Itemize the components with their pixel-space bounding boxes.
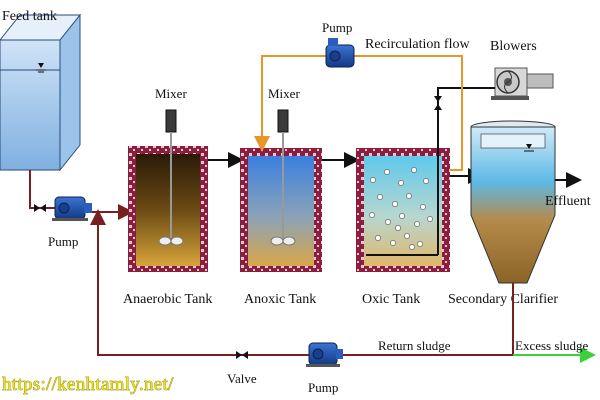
effluent-label: Effluent xyxy=(545,194,591,209)
mixer-2-label: Mixer xyxy=(268,86,300,101)
anoxic-tank xyxy=(240,109,322,272)
pump-left-label: Pump xyxy=(48,234,78,249)
mixer-icon xyxy=(158,109,184,246)
excess-sludge-label: Excess sludge xyxy=(515,338,589,353)
valve-icon xyxy=(236,351,248,359)
return-sludge-label: Return sludge xyxy=(378,338,451,353)
recirculation-label: Recirculation flow xyxy=(365,37,470,52)
secondary-clarifier xyxy=(470,120,556,284)
blower-icon[interactable] xyxy=(491,67,554,100)
water-level-icon xyxy=(36,63,46,73)
return-sludge-pipe xyxy=(97,212,513,356)
recirculation-return-pipe xyxy=(254,55,326,152)
pump-top-label: Pump xyxy=(322,20,352,35)
anaerobic-tank xyxy=(128,109,208,272)
pump-icon[interactable] xyxy=(306,342,343,367)
blowers-label: Blowers xyxy=(490,39,537,54)
air-pipe xyxy=(437,87,495,104)
anoxic-tank-label: Anoxic Tank xyxy=(244,292,316,307)
air-bubbles xyxy=(369,167,433,250)
pump-icon[interactable] xyxy=(325,38,355,68)
valve-icon xyxy=(434,96,442,110)
valve-label: Valve xyxy=(227,371,257,386)
recirculation-pipe xyxy=(352,55,463,171)
oxic-tank-label: Oxic Tank xyxy=(362,292,420,307)
mixer-1-label: Mixer xyxy=(155,86,187,101)
pump-icon[interactable] xyxy=(52,196,92,221)
pump-bottom-label: Pump xyxy=(308,380,338,395)
anaerobic-tank-label: Anaerobic Tank xyxy=(123,292,212,307)
water-level-icon xyxy=(524,144,534,152)
feed-tank-label: Feed tank xyxy=(2,9,57,24)
oxic-tank xyxy=(356,100,450,272)
watermark-text: https://kenhtamly.net/ xyxy=(2,374,174,395)
feed-pipe xyxy=(29,170,55,209)
secondary-clarifier-label: Secondary Clarifier xyxy=(448,292,558,307)
feed-tank xyxy=(0,13,82,172)
valve-icon xyxy=(34,204,46,212)
mixer-icon xyxy=(270,109,296,246)
